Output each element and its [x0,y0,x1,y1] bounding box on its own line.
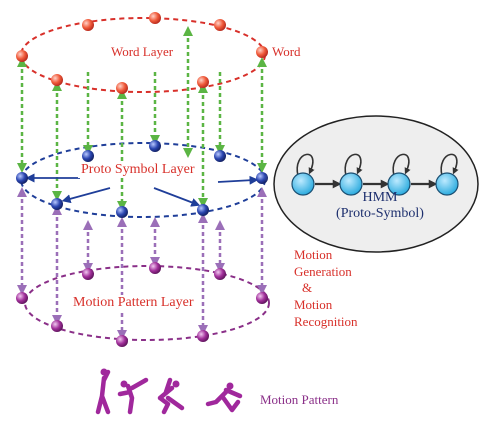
motion-pattern-layer-label: Motion Pattern Layer [70,295,197,312]
proto-motion-arrows [17,187,267,340]
motion-node [82,268,94,280]
word-node [51,74,63,86]
proto-layer-nodes [16,140,268,218]
hmm-state-icon [435,172,459,196]
word-node [82,19,94,31]
word-node [214,19,226,31]
hmm-subtitle: (Proto-Symbol) [336,206,424,221]
hmm-state-icon [339,172,363,196]
proto-node [149,140,161,152]
motion-pattern-layer-ellipse [24,265,270,341]
mgr-line-2: Generation [294,263,352,279]
hmm-state-icon [387,172,411,196]
proto-node [197,204,209,216]
motion-generation-recognition-label: Motion Generation & Motion Recognition [294,247,384,330]
proto-node [116,206,128,218]
dancer-figure-icon [95,368,111,415]
word-layer-nodes [16,12,268,94]
motion-node [51,320,63,332]
proto-node [82,150,94,162]
word-node [149,12,161,24]
word-label: Word [272,44,301,59]
motion-node [197,330,209,342]
dancer-figure-icon [157,377,185,415]
motion-node [116,335,128,347]
hmm-title: HMM [362,190,398,205]
motion-layer-nodes [16,262,268,347]
mgr-line-5: Recognition [294,313,358,329]
proto-layer-arrows [25,173,259,207]
hmm-state-icon [291,172,315,196]
proto-node [16,172,28,184]
mgr-line-4: Motion [294,296,333,312]
motion-node [16,292,28,304]
proto-node [51,198,63,210]
proto-node [214,150,226,162]
mgr-line-1: Motion [294,247,333,262]
proto-symbol-layer-label: Proto Symbol Layer [78,162,198,179]
word-layer-label: Word Layer [108,44,177,60]
hmm-states [291,172,459,196]
word-node [16,50,28,62]
dancer-figure-icon [117,377,149,415]
motion-node [256,292,268,304]
word-node [256,46,268,58]
dancer-figure-icon [205,382,243,413]
word-node [116,82,128,94]
motion-node [149,262,161,274]
motion-pattern-label: Motion Pattern [260,392,339,407]
hmm-self-loops [296,153,459,177]
motion-node [214,268,226,280]
mgr-line-3: & [302,280,313,296]
word-node [197,76,209,88]
dancer-figures [95,368,243,415]
